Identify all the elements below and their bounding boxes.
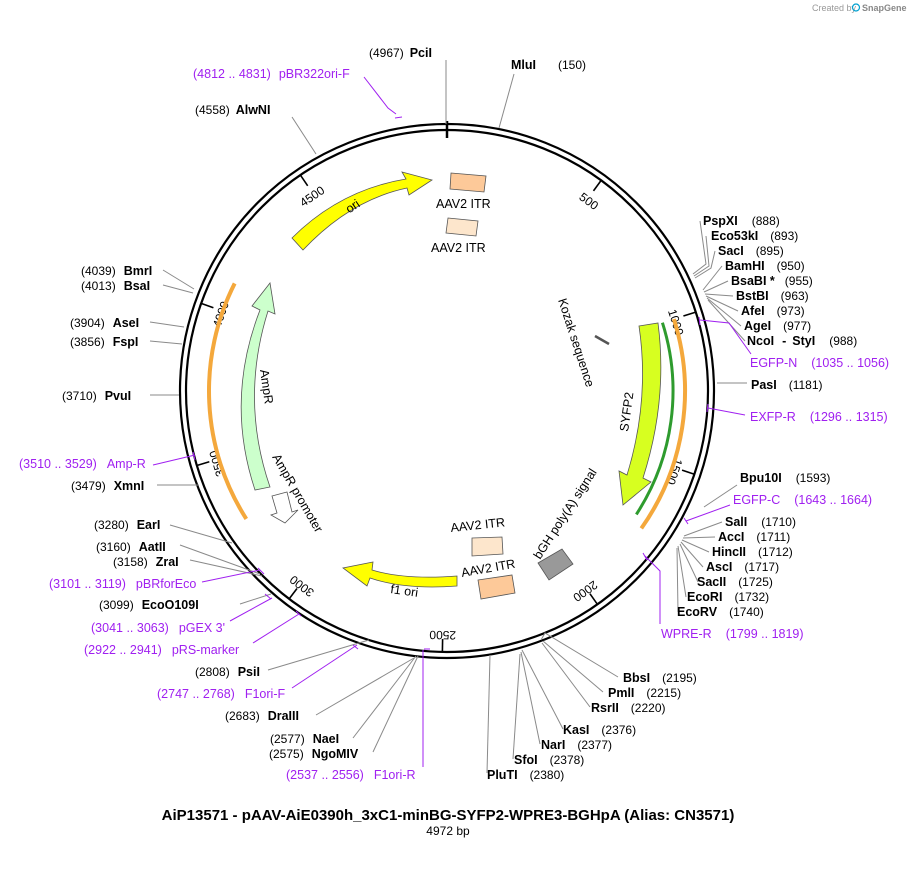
primer-pbrforeco: (3101 .. 3119)pBRforEco xyxy=(49,577,196,591)
f1-ori-label: f1 ori xyxy=(390,582,419,600)
tick-mark-1000 xyxy=(683,311,697,317)
site-draiii: (2683)DraIII xyxy=(225,709,299,723)
site-bstbi: BstBI(963) xyxy=(736,289,809,303)
site-ecori: EcoRI(1732) xyxy=(687,590,769,604)
site-bmri: (4039)BmrI xyxy=(81,264,152,278)
site-bpu10i: Bpu10I(1593) xyxy=(740,471,830,485)
site-leader-lines xyxy=(149,60,747,774)
site-sali: SalI(1710) xyxy=(725,515,796,529)
plasmid-title: AiP13571 - pAAV-AiE0390h_3xC1-minBG-SYFP… xyxy=(162,807,735,824)
aav2-itr-top-b-label: AAV2 ITR xyxy=(431,241,486,255)
site-psii: (2808)PsiI xyxy=(195,665,260,679)
orange-arc-left xyxy=(207,282,248,520)
site-bbsi: BbsI(2195) xyxy=(623,671,697,685)
site-asei: (3904)AseI xyxy=(70,316,139,330)
ampr-label: AmpR xyxy=(257,368,276,404)
tick-mark-4000 xyxy=(200,302,214,309)
tick-mark-1500 xyxy=(681,469,695,476)
site-asci: AscI(1717) xyxy=(706,560,779,574)
tick-mark-3000 xyxy=(288,588,298,600)
site-agei: AgeI(977) xyxy=(744,319,811,333)
primer-pgex-3: (3041 .. 3063)pGEX 3' xyxy=(91,621,225,635)
site-bsai: (4013)BsaI xyxy=(81,279,150,293)
tick-mark-2000 xyxy=(589,593,599,605)
snapgene-brand: SnapGene xyxy=(862,3,907,13)
site-ncoi-styi: NcoI-StyI(988) xyxy=(747,334,857,348)
primer-egfp-n: EGFP-N(1035 .. 1056) xyxy=(750,356,889,370)
site-pasi: PasI(1181) xyxy=(751,378,823,392)
site-bsabi: BsaBI *(955) xyxy=(731,274,813,288)
site-hincii: HincII(1712) xyxy=(712,545,793,559)
site-labels: (4967)PciI MluI(150) (4558)AlwNI PspXI(8… xyxy=(62,46,857,782)
primer-labels: (4812 .. 4831)pBR322ori-F EGFP-N(1035 ..… xyxy=(19,67,889,782)
primer-egfp-c: EGFP-C(1643 .. 1664) xyxy=(733,493,872,507)
tick-label-4500: 4500 xyxy=(297,183,327,210)
syfp2-feature xyxy=(618,322,662,506)
kozak-feature xyxy=(594,334,610,346)
kozak-label: Kozak sequence xyxy=(555,297,597,389)
site-acci: AccI(1711) xyxy=(718,530,790,544)
site-pluti: PluTI(2380) xyxy=(487,768,564,782)
site-eari: (3280)EarI xyxy=(94,518,160,532)
site-pmli: PmlI(2215) xyxy=(608,686,681,700)
aav2-itr-bottom-b xyxy=(477,574,516,600)
site-bamhi: BamHI(950) xyxy=(725,259,805,273)
site-xmni: (3479)XmnI xyxy=(71,479,144,493)
orientation-arcs xyxy=(207,282,687,530)
site-aatii: (3160)AatII xyxy=(96,540,166,554)
site-sacii: SacII(1725) xyxy=(697,575,773,589)
site-nari: NarI(2377) xyxy=(541,738,612,752)
syfp2-label: SYFP2 xyxy=(617,391,636,432)
ori-label: ori xyxy=(343,197,362,216)
f1-ori-feature xyxy=(342,561,458,588)
aav2-itr-top-a xyxy=(449,172,487,193)
aav2-itr-top-a-label: AAV2 ITR xyxy=(436,197,491,211)
site-rsrii: RsrII(2220) xyxy=(591,701,665,715)
plasmid-length: 4972 bp xyxy=(426,824,470,838)
tick-mark-3500 xyxy=(196,461,210,467)
site-ecorv: EcoRV(1740) xyxy=(677,605,764,619)
tick-label-500: 500 xyxy=(577,190,602,213)
site-ecoo109i: (3099)EcoO109I xyxy=(99,598,199,612)
primer-f1ori-f: (2747 .. 2768)F1ori-F xyxy=(157,687,285,701)
site-pcii: (4967)PciI xyxy=(369,46,432,60)
snapgene-logo-icon xyxy=(851,3,861,12)
orange-arc-right xyxy=(639,318,687,530)
site-fspi: (3856)FspI xyxy=(70,335,138,349)
tick-label-2500: 2500 xyxy=(429,628,456,642)
primer-prs-marker: (2922 .. 2941)pRS-marker xyxy=(84,643,239,657)
site-zrai: (3158)ZraI xyxy=(113,555,179,569)
ori-feature xyxy=(291,171,433,251)
primer-wpre-r: WPRE-R(1799 .. 1819) xyxy=(661,627,804,641)
site-mlui: MluI(150) xyxy=(511,58,586,72)
ampr-promoter-feature xyxy=(270,491,299,524)
created-by-text: Created by xyxy=(812,3,857,13)
site-pspxi: PspXI(888) xyxy=(703,214,780,228)
site-sfoi: SfoI(2378) xyxy=(514,753,584,767)
site-naei: (2577)NaeI xyxy=(270,732,339,746)
primer-f1ori-r: (2537 .. 2556)F1ori-R xyxy=(286,768,416,782)
primer-leader-lines xyxy=(152,76,752,767)
site-alwni: (4558)AlwNI xyxy=(195,103,270,117)
bgh-polya-feature xyxy=(537,548,574,581)
site-kasi: KasI(2376) xyxy=(563,723,636,737)
aav2-itr-top-b xyxy=(445,217,479,237)
primer-exfp-r: EXFP-R(1296 .. 1315) xyxy=(750,410,888,424)
ampr-feature xyxy=(240,282,276,491)
site-afei: AfeI(973) xyxy=(741,304,805,318)
ampr-promoter-label: AmpR promoter xyxy=(269,452,325,535)
site-eco53ki: Eco53kI(893) xyxy=(711,229,798,243)
aav2-itr-bottom-a xyxy=(471,536,504,557)
site-ngomiv: (2575)NgoMIV xyxy=(269,747,359,761)
tick-mark-4500 xyxy=(299,174,309,187)
primer-pbr322ori-f: (4812 .. 4831)pBR322ori-F xyxy=(193,67,350,81)
green-arc-right xyxy=(635,322,675,516)
tick-mark-500 xyxy=(592,179,602,192)
primer-amp-r: (3510 .. 3529)Amp-R xyxy=(19,457,146,471)
site-pvui: (3710)PvuI xyxy=(62,389,131,403)
aav2-itr-bottom-a-label: AAV2 ITR xyxy=(450,515,506,535)
bgh-polya-label: bGH poly(A) signal xyxy=(531,466,600,562)
site-saci: SacI(895) xyxy=(718,244,784,258)
